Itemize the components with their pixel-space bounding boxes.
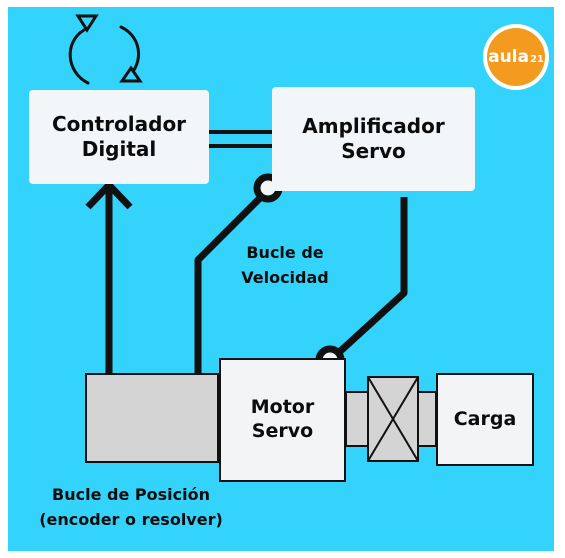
load-label: Carga bbox=[453, 407, 517, 430]
connector-lines bbox=[68, 14, 437, 462]
position-loop-label: Bucle de Posición (encoder o resolver) bbox=[22, 483, 240, 533]
data-link-lines bbox=[209, 130, 272, 148]
logo-word: aula bbox=[488, 47, 529, 67]
velocity-loop-line1: Bucle de bbox=[246, 243, 324, 262]
position-loop-line1: Bucle de Posición bbox=[52, 485, 210, 504]
cycle-arrows-icon bbox=[68, 14, 143, 85]
coupling-icon bbox=[345, 376, 437, 462]
encoder-to-amplifier-line bbox=[194, 190, 268, 377]
motor-box: Motor Servo bbox=[219, 358, 346, 482]
velocity-loop-line2: Velocidad bbox=[241, 267, 329, 287]
amplifier-to-motor-line bbox=[332, 197, 408, 359]
amplifier-box: Amplificador Servo bbox=[272, 87, 475, 191]
position-loop-line2: (encoder o resolver) bbox=[39, 509, 223, 529]
amplifier-label-line1: Amplificador bbox=[302, 114, 445, 138]
diagram-canvas: Controlador Digital Amplificador Servo M… bbox=[8, 7, 554, 551]
controller-label-line2: Digital bbox=[81, 137, 157, 161]
position-feedback-arrow bbox=[85, 179, 133, 373]
controller-box: Controlador Digital bbox=[29, 90, 209, 184]
amplifier-label-line2: Servo bbox=[341, 139, 406, 163]
velocity-loop-label: Bucle de Velocidad bbox=[230, 241, 340, 291]
motor-label-line1: Motor bbox=[250, 396, 315, 419]
logo-number: 21 bbox=[529, 53, 544, 65]
motor-label-line2: Servo bbox=[251, 420, 314, 442]
controller-label-line1: Controlador bbox=[51, 112, 187, 136]
encoder-box bbox=[85, 373, 219, 463]
load-box: Carga bbox=[436, 373, 534, 466]
